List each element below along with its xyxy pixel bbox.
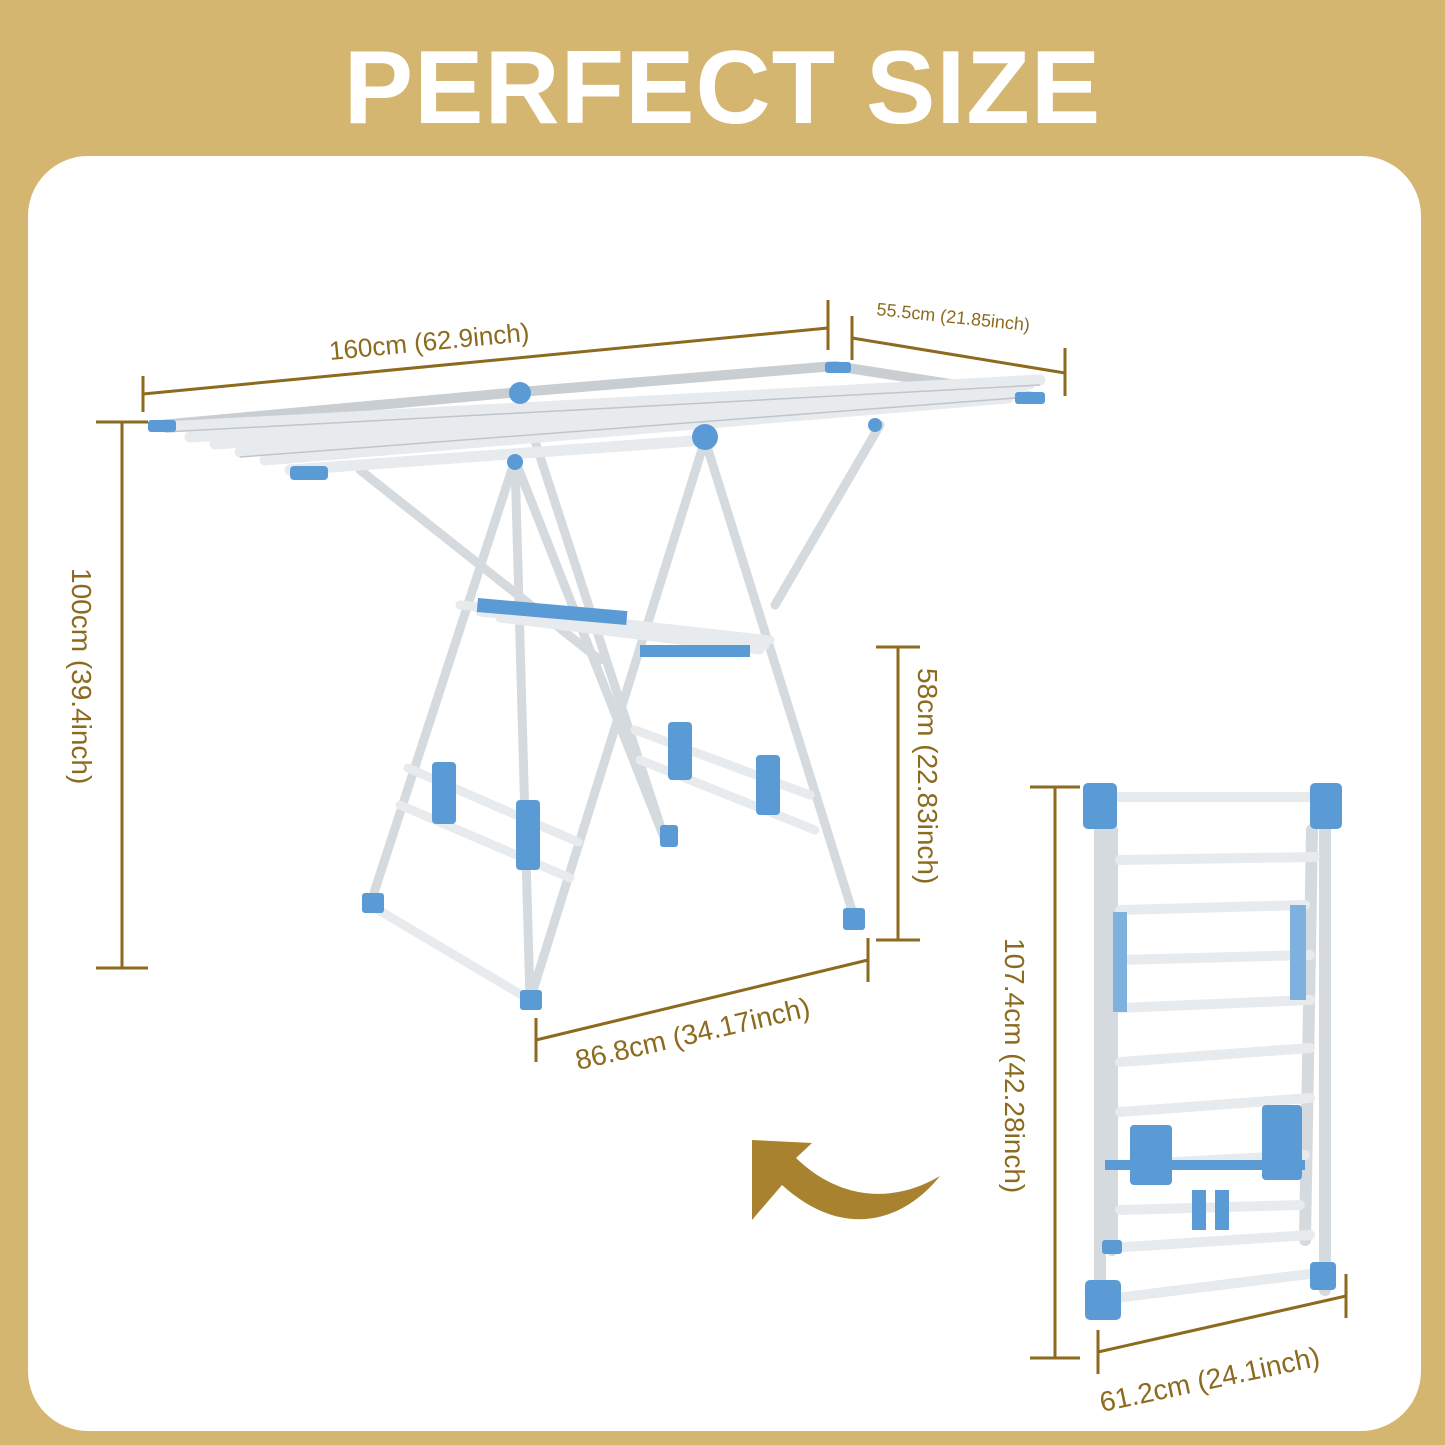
height-dimension-line: [96, 420, 148, 970]
folded-width-dimension-line: [1096, 1274, 1348, 1374]
folded-drying-rack: [1083, 783, 1342, 1320]
folded-height-label: 107.4cm (42.28inch): [999, 938, 1030, 1193]
page-title: PERFECT SIZE: [343, 30, 1102, 146]
folded-width-label: 61.2cm (24.1inch): [1097, 1341, 1323, 1418]
length-dimension-line: [141, 300, 830, 412]
height-label: 100cm (39.4inch): [66, 568, 97, 784]
base-width-label: 86.8cm (34.17inch): [572, 992, 813, 1076]
rack-joints: [148, 362, 1045, 1010]
depth-dimension-line: [850, 316, 1067, 396]
folded-height-dimension-line: [1030, 785, 1080, 1360]
lower-height-label: 58cm (22.83inch): [912, 668, 943, 884]
depth-label: 55.5cm (21.85inch): [876, 299, 1031, 335]
lower-height-dimension-line: [876, 645, 920, 942]
open-drying-rack: [148, 361, 1046, 1010]
base-width-dimension-line: [534, 938, 870, 1062]
curved-arrow-icon: [752, 1140, 940, 1220]
